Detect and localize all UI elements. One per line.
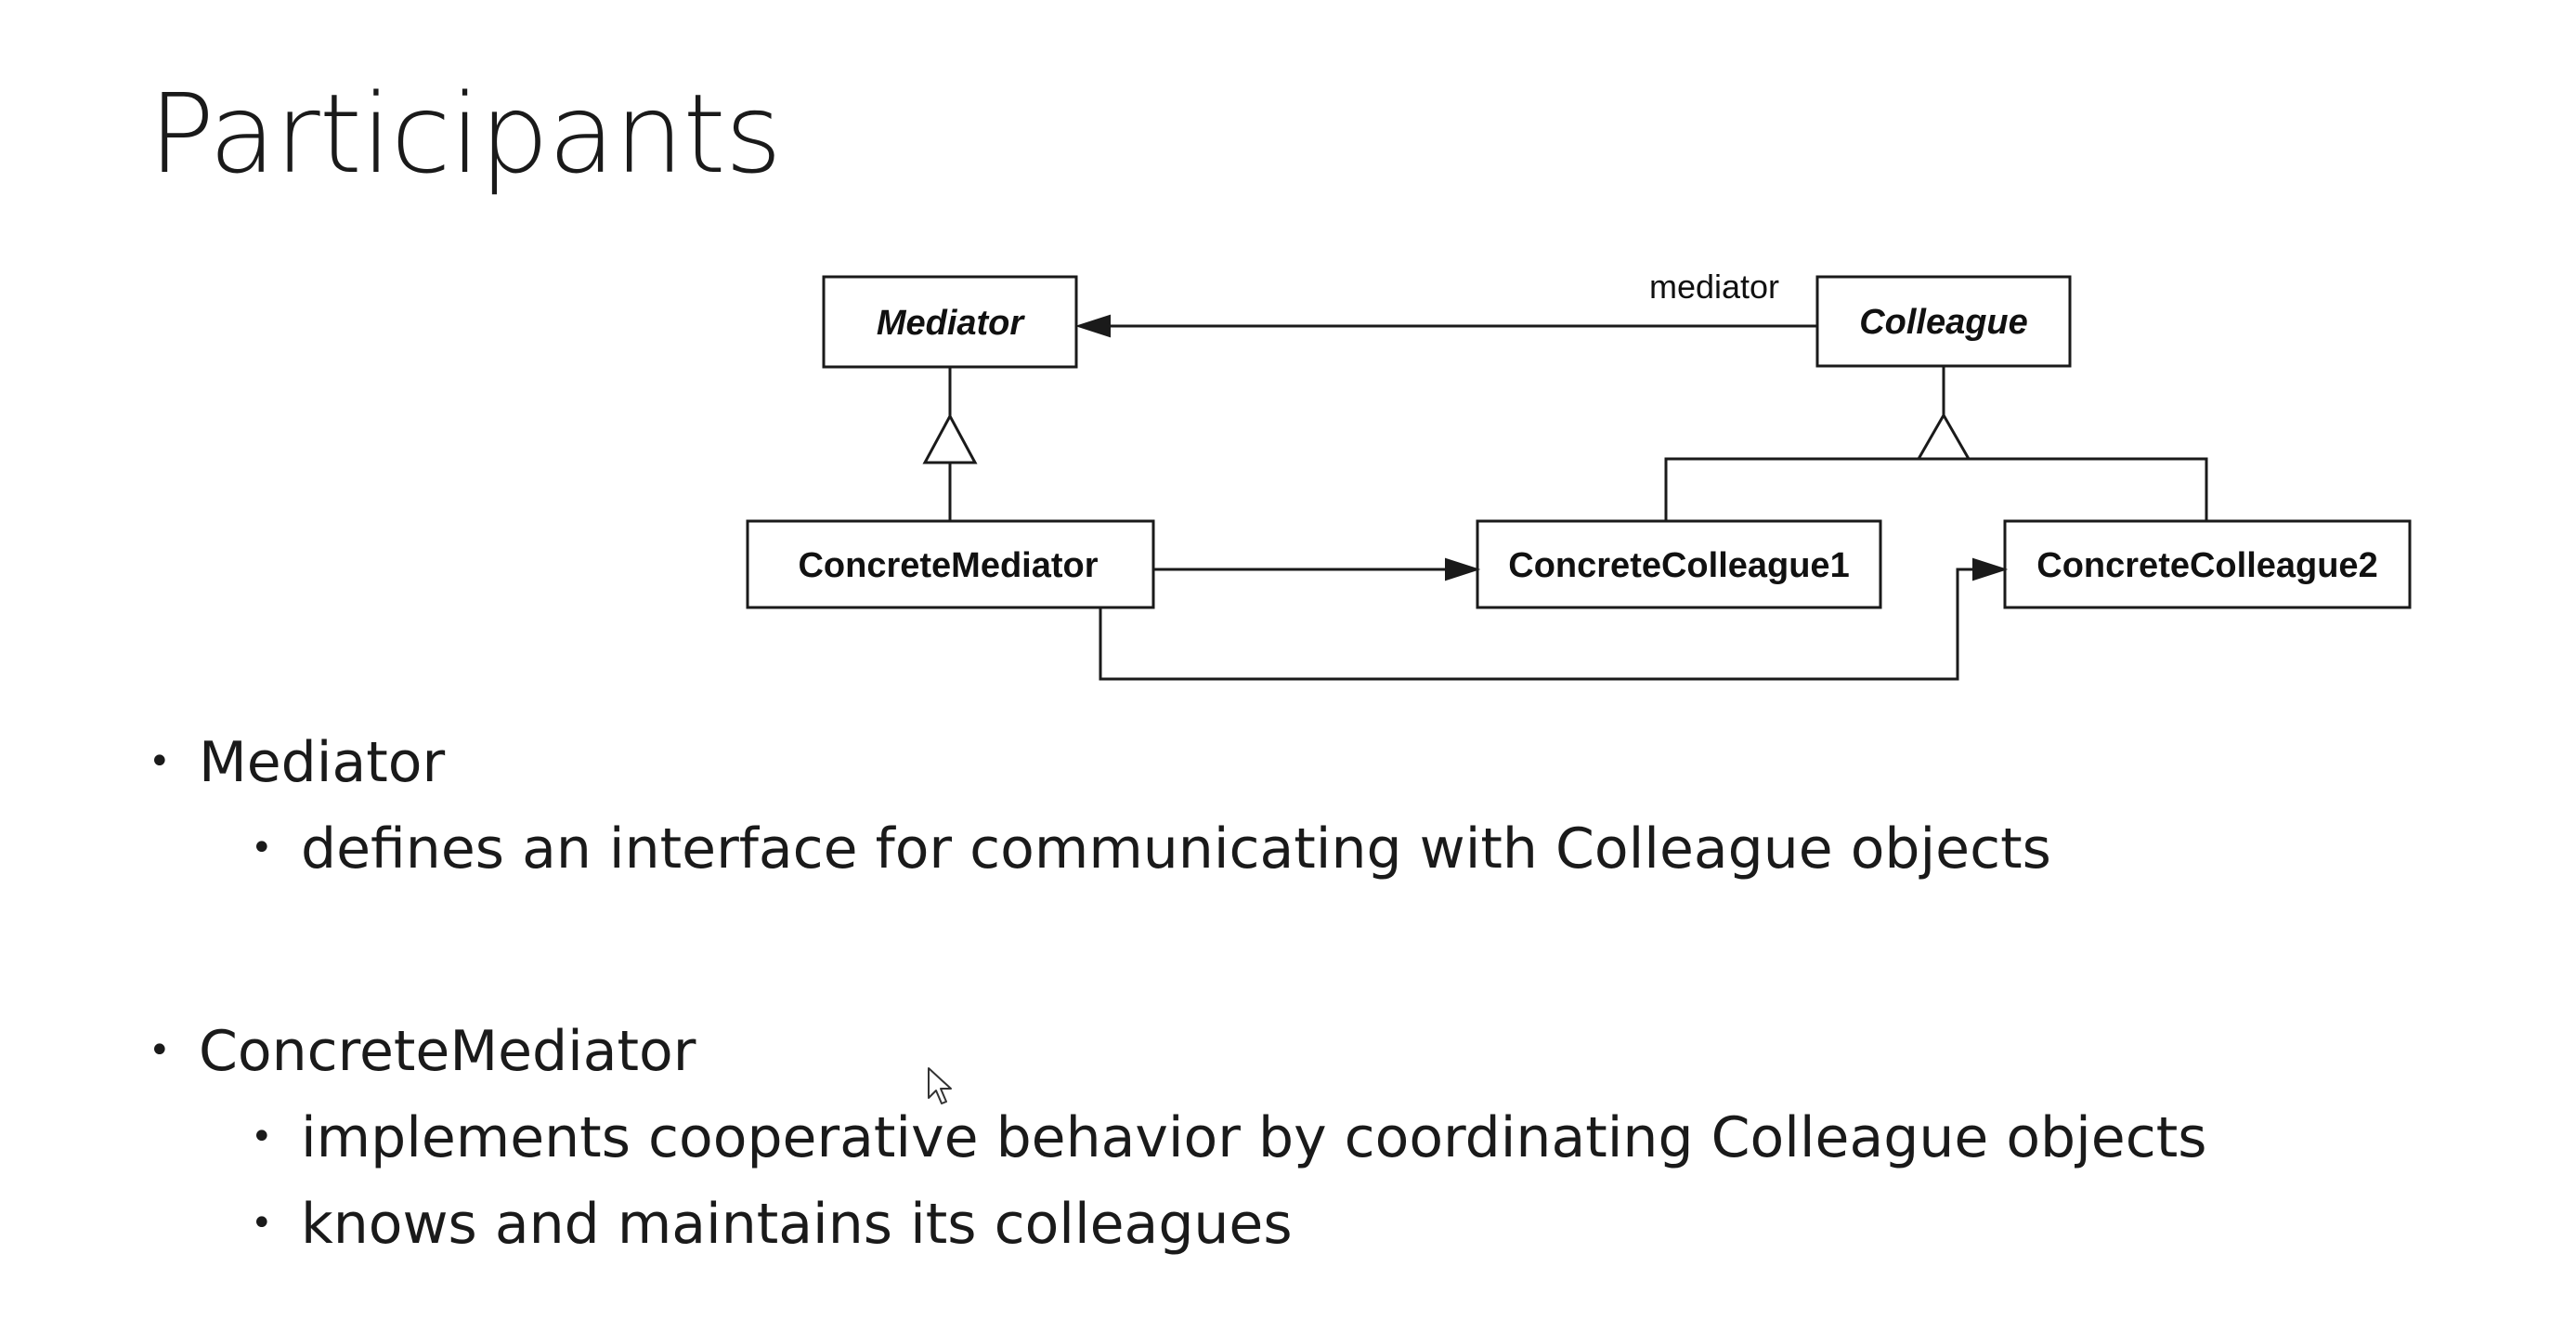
mediator-to-colleague2-arrow xyxy=(1099,557,2009,681)
colleague-class-label: Colleague xyxy=(1859,303,2028,342)
mediator-class-label: Mediator xyxy=(877,304,1026,343)
mediator-inheritance xyxy=(922,367,978,521)
colleague-inheritance xyxy=(1664,366,2208,521)
mediator-association: mediator xyxy=(1074,268,1817,338)
concrete-mediator-class: ConcreteMediator xyxy=(746,519,1155,609)
slide-title: Participants xyxy=(149,70,782,198)
concrete-colleague1-class-label: ConcreteColleague1 xyxy=(1508,546,1849,585)
bullet-text: ConcreteMediator xyxy=(199,1019,696,1084)
sub-bullet-mediator-definition: • defines an interface for communicating… xyxy=(251,816,2051,881)
concrete-mediator-class-label: ConcreteMediator xyxy=(798,546,1098,585)
concrete-colleague1-class: ConcreteColleague1 xyxy=(1476,519,1882,609)
bullet-dot: • xyxy=(251,1116,273,1158)
colleague-class: Colleague xyxy=(1815,275,2072,368)
bullet-dot: • xyxy=(149,740,171,783)
sub-bullet-maintains-colleagues: • knows and maintains its colleagues xyxy=(251,1192,1293,1257)
mediator-to-colleague1-arrow xyxy=(1153,557,1481,581)
mediator-class: Mediator xyxy=(822,275,1078,369)
bullet-text: defines an interface for communicating w… xyxy=(301,816,2051,881)
mouse-pointer-icon xyxy=(928,1067,952,1104)
concrete-colleague2-class: ConcreteColleague2 xyxy=(2003,519,2412,609)
concrete-colleague2-class-label: ConcreteColleague2 xyxy=(2036,546,2377,585)
bullet-dot: • xyxy=(149,1029,171,1072)
bullet-mediator: • Mediator xyxy=(149,730,446,795)
bullet-concrete-mediator: • ConcreteMediator xyxy=(149,1019,696,1084)
uml-class-diagram: Mediator Colleague mediator ConcreteMedi… xyxy=(746,268,2412,681)
bullet-dot: • xyxy=(251,827,273,869)
sub-bullet-cooperative-behavior: • implements cooperative behavior by coo… xyxy=(251,1105,2207,1170)
bullet-text: knows and maintains its colleagues xyxy=(301,1192,1293,1257)
association-role-label: mediator xyxy=(1649,268,1779,306)
bullet-text: Mediator xyxy=(199,730,446,795)
bullet-text: implements cooperative behavior by coord… xyxy=(301,1105,2207,1170)
bullet-dot: • xyxy=(251,1202,273,1245)
